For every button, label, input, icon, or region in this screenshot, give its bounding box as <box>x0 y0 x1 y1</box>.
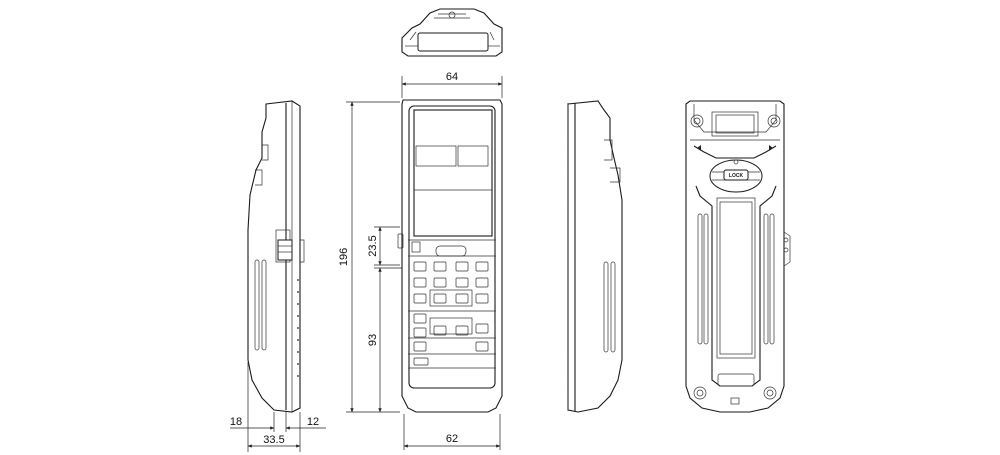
dim-side-right: 12 <box>307 416 319 428</box>
dimension-lines <box>230 76 503 452</box>
right-side-view <box>567 100 623 413</box>
back-view: LOCK <box>685 100 791 413</box>
dim-top-width: 64 <box>446 71 458 83</box>
dim-bottom-width: 62 <box>446 433 458 445</box>
dim-side-left: 18 <box>230 416 242 428</box>
top-view <box>401 8 503 57</box>
dim-key-section: 23.5 <box>367 235 379 256</box>
left-side-view <box>247 100 305 413</box>
dim-height: 196 <box>338 248 350 266</box>
dim-side-total: 33.5 <box>263 434 284 446</box>
dim-lower-section: 93 <box>367 334 379 346</box>
lock-label: LOCK <box>729 173 744 179</box>
side-dots <box>297 279 299 377</box>
dimension-labels: 64 196 23.5 93 62 18 12 33.5 <box>230 71 458 446</box>
front-view <box>397 99 503 413</box>
